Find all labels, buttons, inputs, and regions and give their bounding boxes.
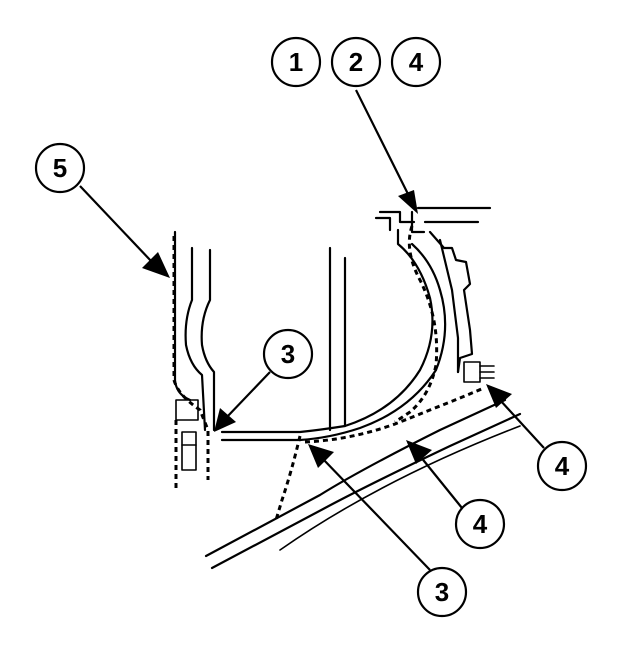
leader-line-5: [79, 185, 153, 263]
callout-3-lower: 3: [416, 566, 468, 618]
lower-sill: [204, 398, 522, 570]
arrowhead-5: [142, 252, 170, 278]
leader-line-3-upper: [225, 371, 271, 419]
arrowhead-2: [398, 190, 418, 214]
callout-4-right: 4: [536, 440, 588, 492]
callout-3-upper-label: 3: [281, 339, 295, 369]
center-panel: [328, 246, 347, 432]
callout-4-top-label: 4: [409, 47, 424, 77]
wheel-arch: [220, 210, 447, 442]
leader-line-2: [355, 89, 411, 199]
callout-4-top: 4: [390, 36, 442, 88]
right-bracket: [416, 206, 495, 383]
leader-line-4-right: [499, 399, 545, 449]
sealant-bead-left: [172, 236, 210, 480]
callout-5: 5: [34, 142, 86, 194]
sealant-bead-floor: [304, 386, 485, 444]
arrowhead-4-right: [486, 384, 512, 408]
sealant-bead-floor-joint: [274, 435, 302, 521]
callout-1-label: 1: [289, 47, 303, 77]
arrowhead-4-center: [406, 440, 432, 464]
arrowhead-3-upper: [214, 408, 236, 432]
leader-line-3-lower: [321, 457, 431, 571]
callout-4-center-label: 4: [473, 509, 488, 539]
sealant-bead-arch-right: [394, 225, 439, 424]
callout-2: 2: [330, 36, 382, 88]
callout-3-lower-label: 3: [435, 577, 449, 607]
callout-1: 1: [270, 36, 322, 88]
callout-3-upper: 3: [262, 328, 314, 380]
callout-4-right-label: 4: [555, 451, 570, 481]
callout-5-label: 5: [53, 153, 67, 183]
leader-line-4-center: [419, 455, 463, 509]
callout-4-center: 4: [454, 498, 506, 550]
arrowhead-3-lower: [308, 444, 334, 468]
callout-2-label: 2: [349, 47, 363, 77]
